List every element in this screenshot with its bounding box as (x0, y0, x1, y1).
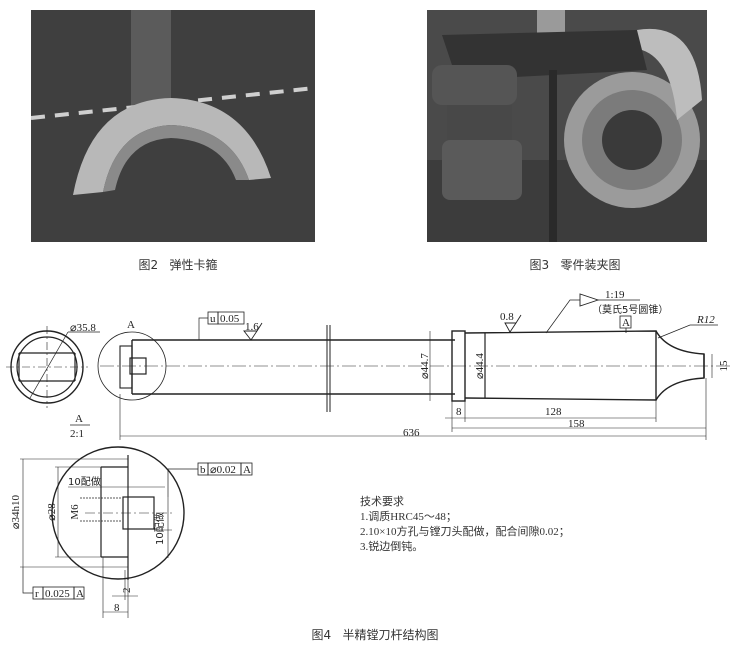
depth-small: 2 (121, 588, 133, 594)
detail-ref-label: A (127, 319, 135, 331)
technical-requirements: 技术要求 1.调质HRC45～48； 2.10×10方孔与镗刀头配做，配合间隙0… (360, 495, 570, 555)
tech-item-1: 1.调质HRC45～48； (360, 511, 457, 523)
detail-label-top: 10配做 (68, 475, 101, 488)
taper-ratio: 1:19 (605, 289, 625, 301)
len-tail: 158 (568, 418, 585, 430)
dia-taper: ⌀44.4 (474, 353, 486, 379)
detail-label-side: 10配做 (153, 512, 166, 545)
len-taper: 128 (545, 406, 562, 418)
scale-value: 2:1 (70, 428, 84, 440)
dia-collar: ⌀44.7 (419, 353, 431, 379)
tech-item-2: 2.10×10方孔与镗刀头配做，配合间隙0.02； (360, 526, 570, 538)
len-collar: 8 (456, 406, 462, 418)
roughness-taper: 0.8 (500, 311, 514, 323)
end-view-diameter: ⌀35.8 (70, 322, 96, 334)
part-clamping-illustration (427, 10, 707, 242)
runout-symbol: u (210, 313, 216, 325)
bottom-runout-symbol: r (35, 588, 39, 600)
figure-3-caption: 图3 零件装夹图 (529, 258, 621, 272)
dia-outer: ⌀34h10 (10, 494, 22, 529)
tang-width: 15 (718, 360, 730, 372)
detail-view (20, 446, 253, 618)
runout-value: 0.05 (220, 313, 240, 325)
dia-inner: ⌀28 (46, 503, 58, 521)
figure-4-caption: 图4 半精镗刀杆结构图 (311, 628, 439, 642)
end-view (6, 326, 100, 408)
photo-elastic-clamp (31, 10, 315, 242)
tech-title: 技术要求 (360, 496, 404, 508)
roughness-shank: 1.6 (245, 321, 259, 333)
main-view (100, 293, 730, 440)
tech-item-3: 3.锐边倒钝。 (360, 541, 424, 553)
taper-note: （莫氏5号圆锥） (592, 304, 668, 316)
photo-part-clamping (427, 10, 707, 242)
datum-label: A (622, 317, 630, 329)
radius-label: R12 (696, 314, 715, 326)
thread-label: M6 (69, 504, 81, 520)
depth-large: 8 (114, 602, 120, 614)
bottom-runout-datum: A (76, 588, 84, 600)
scale-label: A (75, 413, 83, 425)
figure-2-caption: 图2 弹性卡箍 (138, 258, 218, 272)
position-datum: A (243, 464, 251, 476)
position-value: ⌀0.02 (210, 464, 236, 476)
len-total: 636 (403, 427, 420, 439)
elastic-clamp-illustration (31, 10, 315, 242)
position-symbol: b (200, 464, 206, 476)
bottom-runout-value: 0.025 (45, 588, 70, 600)
